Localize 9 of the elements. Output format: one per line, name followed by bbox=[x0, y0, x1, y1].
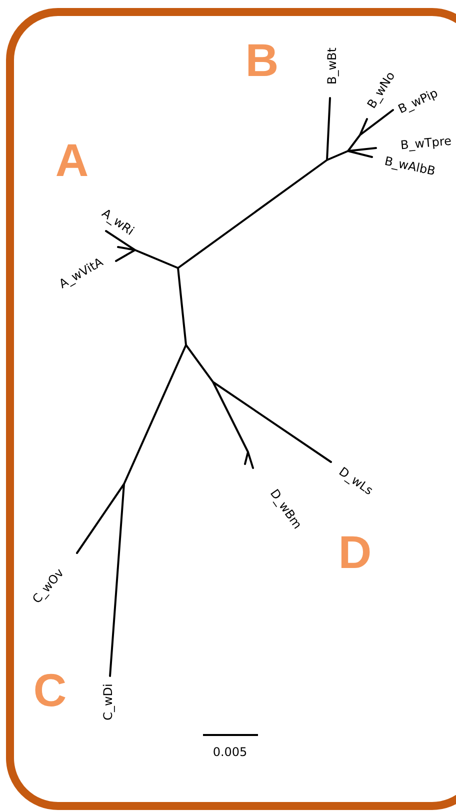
taxon-label: B_wTpre bbox=[400, 134, 452, 152]
taxon-label: B_wAlbB bbox=[384, 154, 436, 178]
scale-label: 0.005 bbox=[212, 746, 248, 758]
clade-letter: B bbox=[245, 37, 279, 83]
clade-letter: C bbox=[33, 667, 67, 713]
clade-letter: D bbox=[338, 529, 372, 575]
taxon-label: C_wDi bbox=[102, 684, 114, 720]
taxon-label: B_wBt bbox=[326, 48, 338, 84]
clade-letter: A bbox=[55, 137, 89, 183]
